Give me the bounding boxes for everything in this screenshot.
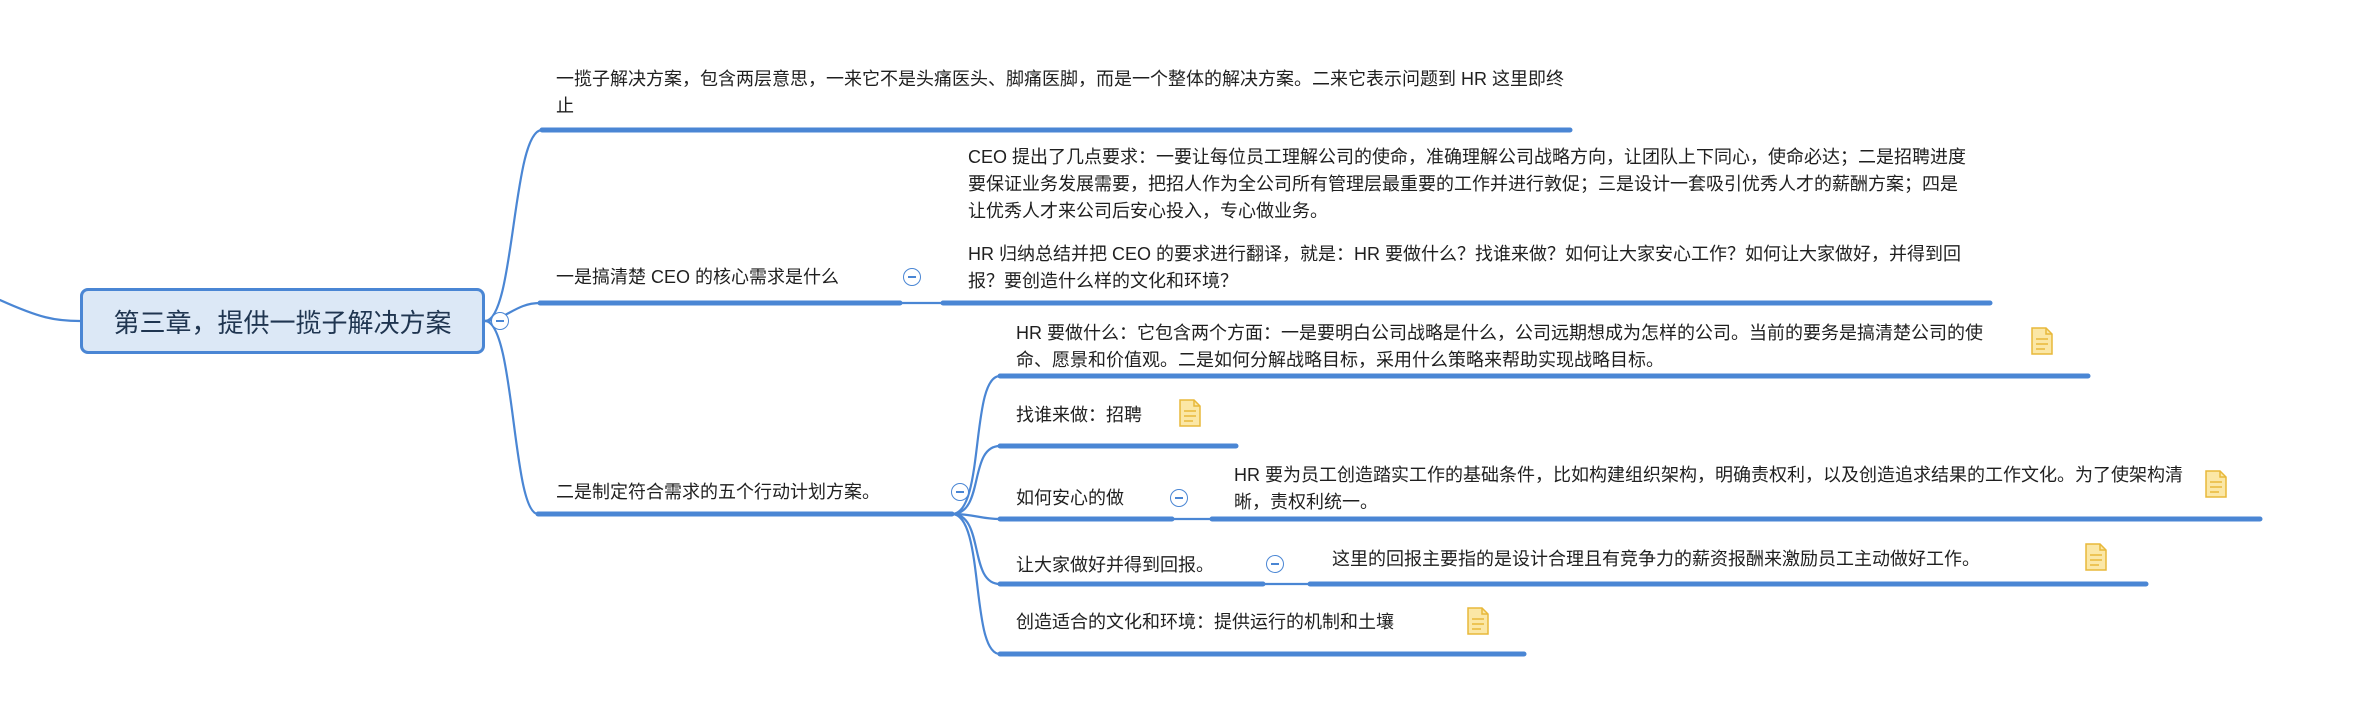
ceo-detail-paragraph-2: HR 归纳总结并把 CEO 的要求进行翻译，就是：HR 要做什么？找谁来做？如何…: [968, 244, 1962, 291]
branch-five-plans-label[interactable]: 二是制定符合需求的五个行动计划方案。: [556, 482, 880, 502]
note-document-icon[interactable]: [2204, 470, 2228, 498]
branch-ceo-needs-detail[interactable]: CEO 提出了几点要求：一要让每位员工理解公司的使命，准确理解公司战略方向，让团…: [968, 144, 1968, 295]
plan-item-work-securely-detail[interactable]: HR 要为员工创造踏实工作的基础条件，比如构建组织架构，明确责权利，以及创造追求…: [1234, 465, 2183, 512]
root-topic[interactable]: 第三章，提供一揽子解决方案: [80, 288, 485, 354]
branch-package-text[interactable]: 一揽子解决方案，包含两层意思，一来它不是头痛医头、脚痛医脚，而是一个整体的解决方…: [556, 69, 1564, 116]
connector-plans-item5: [950, 512, 1002, 656]
connector-plans-item2: [950, 444, 1002, 516]
collapse-minus-icon[interactable]: [903, 268, 921, 286]
note-document-icon[interactable]: [1466, 607, 1490, 635]
plan-item-work-securely[interactable]: 如何安心的做: [1016, 488, 1124, 508]
connector-root-package: [483, 128, 544, 323]
branch-ceo-needs-label[interactable]: 一是搞清楚 CEO 的核心需求是什么: [556, 267, 840, 287]
note-document-icon[interactable]: [1178, 399, 1202, 427]
connector-plans-item4: [950, 512, 1002, 586]
connector-parent-root: [0, 298, 82, 323]
ceo-detail-paragraph-1: CEO 提出了几点要求：一要让每位员工理解公司的使命，准确理解公司战略方向，让团…: [968, 147, 1967, 221]
plan-item-reward[interactable]: 让大家做好并得到回报。: [1016, 555, 1214, 575]
collapse-minus-icon[interactable]: [951, 483, 969, 501]
plan-item-recruit[interactable]: 找谁来做：招聘: [1016, 405, 1142, 425]
plan-item-reward-detail[interactable]: 这里的回报主要指的是设计合理且有竞争力的薪资报酬来激励员工主动做好工作。: [1332, 549, 1980, 569]
connector-plans-item1: [950, 374, 1002, 516]
collapse-minus-icon[interactable]: [1170, 489, 1188, 507]
note-document-icon[interactable]: [2084, 543, 2108, 571]
note-document-icon[interactable]: [2030, 327, 2054, 355]
root-topic-label: 第三章，提供一揽子解决方案: [113, 307, 452, 338]
collapse-minus-icon[interactable]: [491, 312, 509, 330]
plan-item-culture[interactable]: 创造适合的文化和环境：提供运行的机制和土壤: [1016, 612, 1394, 632]
connector-root-plans: [483, 319, 540, 516]
plan-item-what-hr-does[interactable]: HR 要做什么：它包含两个方面：一是要明白公司战略是什么，公司远期想成为怎样的公…: [1016, 323, 1983, 370]
collapse-minus-icon[interactable]: [1266, 555, 1284, 573]
